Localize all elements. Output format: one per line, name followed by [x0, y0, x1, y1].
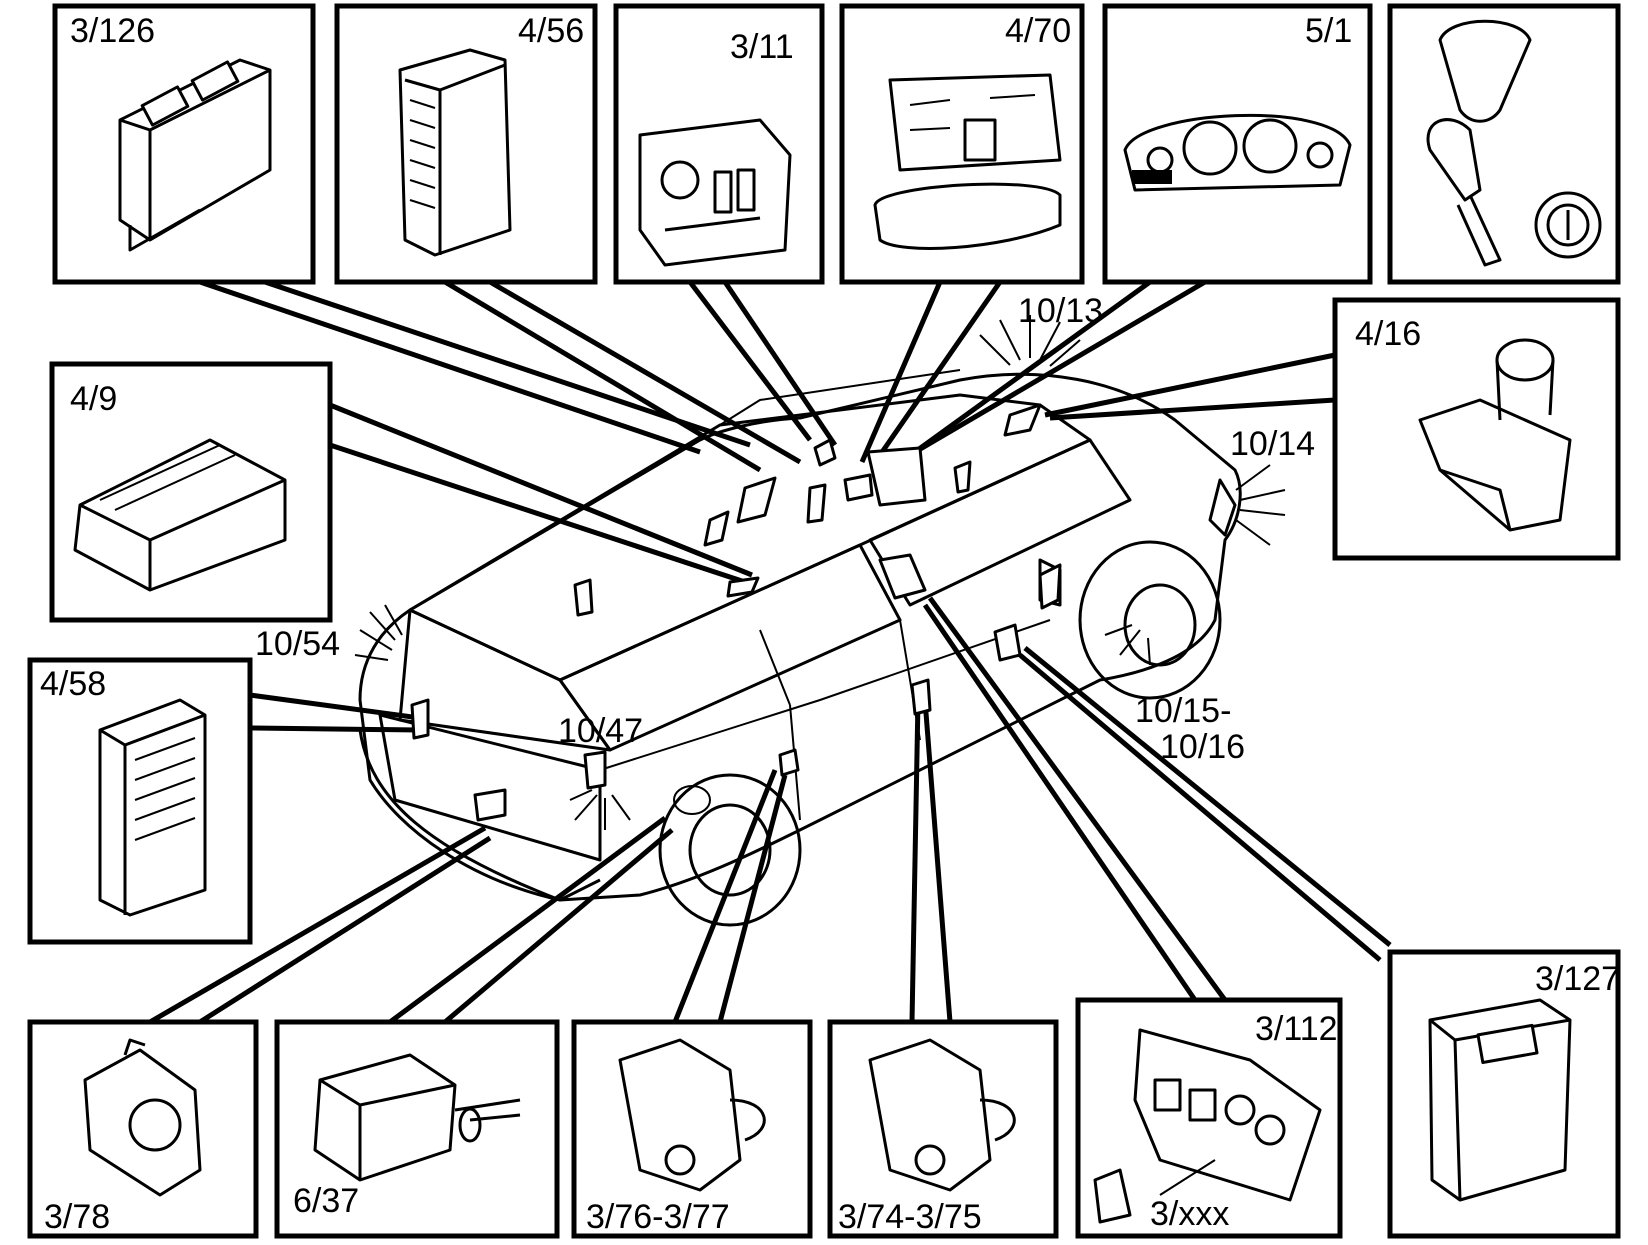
instrument-cluster-icon [1123, 113, 1352, 192]
ignition-switch-icon [1418, 338, 1572, 532]
component-box-6-37: 6/37 [274, 1019, 560, 1239]
lamp-labels: 10/13 10/14 10/54 10/47 10/15- 10/16 [255, 292, 1315, 766]
lamp-label-10-14: 10/14 [1230, 425, 1315, 463]
fuel-flap-actuator-icon [313, 1053, 521, 1182]
component-box-3-126: 3/126 [52, 3, 316, 285]
lock-actuator-icon [83, 1038, 202, 1197]
light-switch-icon [638, 118, 792, 267]
label-6-37: 6/37 [293, 1182, 359, 1220]
module-4-58-icon [98, 698, 207, 917]
lamp-label-10-16: 10/16 [1160, 728, 1245, 766]
component-box-4-58: 4/58 [27, 657, 253, 945]
control-module-icon [398, 48, 512, 257]
label-4-56: 4/56 [518, 12, 584, 50]
label-3-78: 3/78 [44, 1198, 110, 1236]
label-4-70: 4/70 [1005, 12, 1071, 50]
label-3-112: 3/112 [1255, 1010, 1338, 1048]
label-3-127: 3/127 [1535, 960, 1620, 998]
lamp-label-10-15: 10/15- [1135, 692, 1231, 730]
component-box-4-70: 4/70 [839, 3, 1085, 285]
lamp-label-10-54: 10/54 [255, 625, 340, 663]
label-4-16: 4/16 [1355, 315, 1421, 353]
label-4-58: 4/58 [40, 665, 106, 703]
lamp-label-10-13: 10/13 [1018, 292, 1103, 330]
component-box-3-112: 3/112 3/xxx [1075, 997, 1343, 1239]
rearview-mirror-icon [873, 73, 1062, 250]
component-box-4-56: 4/56 [334, 3, 598, 285]
car-illustration [354, 315, 1286, 927]
component-box-3-76-3-77: 3/76-3/77 [571, 1019, 813, 1239]
leader-lines [148, 279, 1392, 1025]
component-box-3-78: 3/78 [27, 1019, 259, 1239]
label-5-1: 5/1 [1305, 12, 1352, 50]
component-box-3-11: 3/11 [613, 3, 825, 285]
relay-box-icon [73, 438, 287, 592]
label-4-9: 4/9 [70, 380, 117, 418]
window-switch-icon [118, 58, 272, 252]
label-3-74-3-75: 3/74-3/75 [838, 1198, 982, 1236]
label-3-11: 3/11 [730, 28, 794, 66]
component-box-key [1387, 3, 1621, 285]
component-box-3-74-3-75: 3/74-3/75 [827, 1019, 1059, 1239]
passenger-window-switch-icon [1428, 998, 1572, 1202]
label-3-126: 3/126 [70, 12, 155, 50]
label-3-76-3-77: 3/76-3/77 [586, 1198, 730, 1236]
lamp-label-10-47: 10/47 [558, 712, 643, 750]
component-box-3-127: 3/127 [1387, 949, 1621, 1239]
label-3-xxx: 3/xxx [1150, 1195, 1229, 1233]
component-box-5-1: 5/1 [1102, 3, 1373, 285]
rear-door-lock-icon [618, 1038, 766, 1192]
front-door-lock-icon [868, 1038, 1016, 1192]
door-switch-panel-icon [1093, 1028, 1322, 1224]
key-remote-icon [1426, 19, 1602, 267]
component-box-4-9: 4/9 [49, 361, 333, 623]
component-box-4-16: 4/16 [1332, 297, 1621, 561]
